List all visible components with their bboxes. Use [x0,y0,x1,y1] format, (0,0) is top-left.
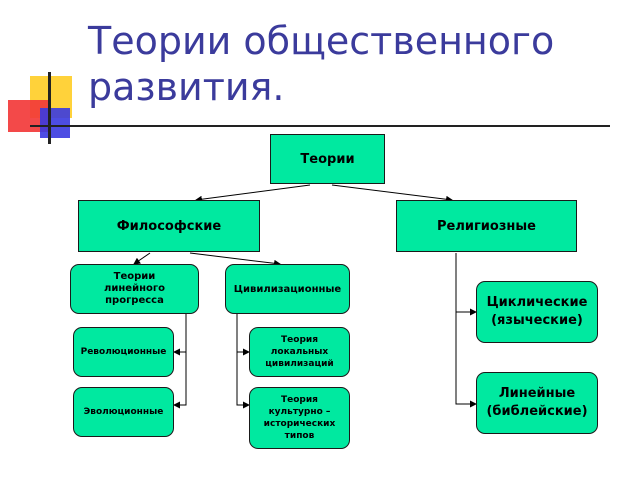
node-local-civilizations-label: Теория локальных цивилизаций [265,335,334,369]
node-cultural-historical: Теория культурно – исторических типов [249,387,350,449]
arrow-religious-to-linear-biblical [455,312,477,408]
decorative-blue-square [40,108,70,138]
decorative-vertical-line [48,72,51,144]
node-cultural-historical-label: Теория культурно – исторических типов [263,395,336,441]
node-philosophical-label: Философские [116,218,222,234]
node-civilizational: Цивилизационные [225,264,350,314]
arrow-root-to-philosophical [195,184,311,203]
node-evolutionary: Эволюционные [73,387,174,437]
node-philosophical: Философские [78,200,260,252]
node-linear-progress: Теории линейного прогресса [70,264,199,314]
node-cyclical-label: Циклические (языческие) [486,295,588,328]
slide-title: Теории общественного развития. [88,19,555,109]
arrow-root-to-religious [331,184,453,203]
arrow-civilizational-to-local [236,314,250,356]
arrow-linear-to-revolutionary [173,314,187,356]
arrow-philosophical-to-linear [133,252,151,265]
title-underline [30,125,610,127]
node-linear-biblical: Линейные (библейские) [476,372,598,434]
arrow-civilizational-to-cultural [236,352,250,409]
node-cyclical: Циклические (языческие) [476,281,598,343]
node-religious-label: Религиозные [437,218,536,234]
node-civilizational-label: Цивилизационные [233,283,342,295]
node-revolutionary-label: Революционные [80,347,167,357]
arrow-religious-to-cyclical [455,253,477,316]
arrow-philosophical-to-civilizational [189,252,281,267]
node-revolutionary: Революционные [73,327,174,377]
node-theories: Теории [270,134,385,184]
arrow-linear-to-evolutionary [173,352,187,409]
node-theories-label: Теории [300,151,355,167]
node-linear-biblical-label: Линейные (библейские) [486,386,588,419]
node-religious: Религиозные [396,200,577,252]
node-linear-progress-label: Теории линейного прогресса [104,271,165,306]
node-local-civilizations: Теория локальных цивилизаций [249,327,350,377]
node-evolutionary-label: Эволюционные [83,407,164,417]
